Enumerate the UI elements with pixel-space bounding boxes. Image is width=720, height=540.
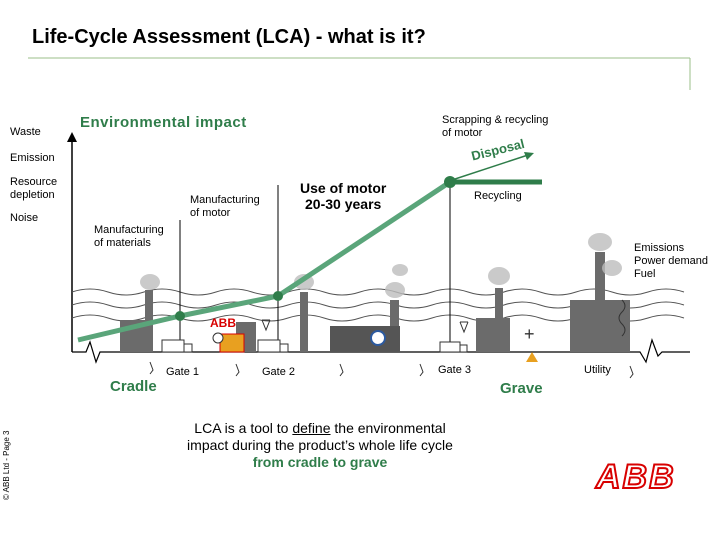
caption-define: define <box>292 420 331 436</box>
stage-materials: Manufacturing of materials <box>94 224 164 249</box>
grave-label: Grave <box>500 380 543 397</box>
motor-factory <box>330 326 400 352</box>
stage-manufacturing: Manufacturing of motor <box>190 194 260 219</box>
caption-post: the environmental <box>330 420 446 436</box>
cradle-label: Cradle <box>110 378 157 395</box>
category-noise: Noise <box>10 212 39 224</box>
disposal-arrow <box>451 154 529 181</box>
category-waste: Waste <box>10 126 41 138</box>
utility-flow <box>618 299 626 337</box>
stage-scrapping: Scrapping & recycling of motor <box>442 114 549 139</box>
gate-1: Gate 1 <box>166 366 200 378</box>
caption-line3: from cradle to grave <box>252 454 388 470</box>
node-scrapping <box>444 176 456 188</box>
stage-use: Use of motor 20-30 years <box>300 180 387 212</box>
category-emission: Emission <box>10 152 55 164</box>
impact-axis-arrow <box>67 132 77 142</box>
gear-icon <box>212 332 224 344</box>
utility-label: Utility <box>584 364 611 376</box>
caption-pre: LCA is a tool to <box>194 420 293 436</box>
category-resource-depletion: Resource depletion <box>10 176 58 201</box>
caption-line2: impact during the product’s whole life c… <box>187 437 453 453</box>
utility-outputs: Emissions Power demand Fuel <box>634 242 708 280</box>
page-title: Life-Cycle Assessment (LCA) - what is it… <box>32 26 426 48</box>
gate-3: Gate 3 <box>438 364 472 376</box>
footer-page-number: © ABB Ltd - Page 3 <box>2 430 11 501</box>
node-use <box>273 291 283 301</box>
abb-plant <box>219 333 245 353</box>
impact-axis-label: Environmental impact <box>80 114 247 131</box>
motor-icon <box>370 330 386 346</box>
smoke-clouds <box>140 233 622 298</box>
node-manufacturing <box>175 311 185 321</box>
lifecycle-line <box>77 179 452 343</box>
caption: LCA is a tool to define the environmenta… <box>140 420 500 471</box>
abb-mini-logo: ABB <box>210 316 236 330</box>
gate-markers <box>149 361 634 379</box>
disposal-arrowhead <box>524 152 534 160</box>
stage-recycling: Recycling <box>474 190 522 202</box>
gate-2: Gate 2 <box>262 366 296 378</box>
abb-logo: ABB <box>595 457 676 497</box>
cross-icon: + <box>524 324 535 344</box>
truck-icons <box>161 339 468 353</box>
pile-icon <box>526 352 538 362</box>
power-pylon-icons <box>261 319 469 334</box>
